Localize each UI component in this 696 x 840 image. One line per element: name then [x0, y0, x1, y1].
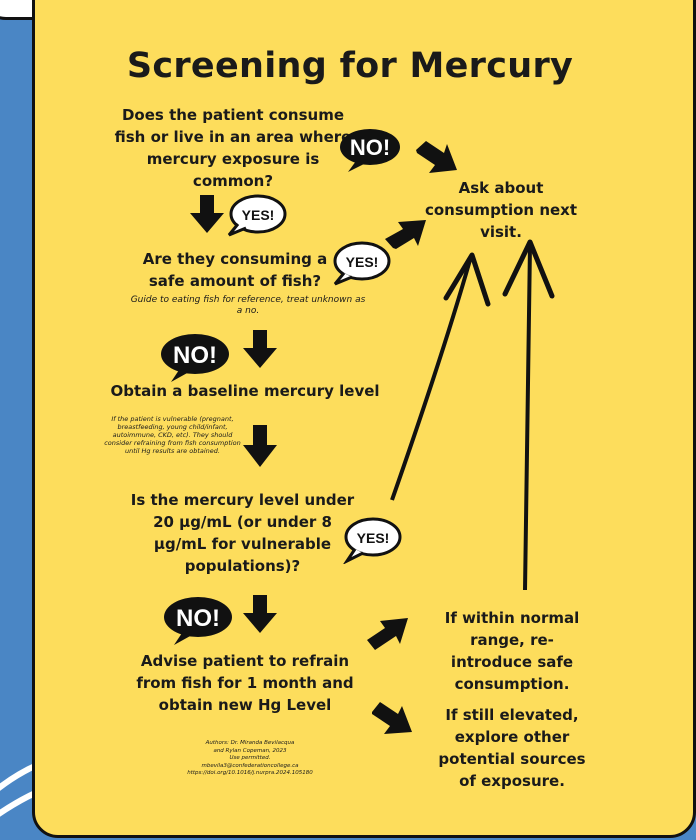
credit-line: mbevila3@confederationcollege.ca: [201, 762, 299, 769]
down-arrow: [243, 425, 277, 467]
no-bubble: NO!: [157, 332, 231, 388]
right-arrow: [416, 141, 457, 173]
yes-bubble: YES!: [342, 516, 405, 568]
speech-bubble-icon: YES!: [342, 517, 402, 565]
speech-bubble-icon: NO!: [164, 597, 232, 645]
credit-line: https://doi.org/10.1016/j.nurpra.2024.10…: [187, 770, 313, 776]
credit-line: Authors: Dr. Miranda Bevilacqua: [205, 740, 295, 746]
bubble-text: YES!: [242, 207, 275, 223]
right-arrow: [372, 702, 412, 734]
vulnerable-note: If the patient is vulnerable (pregnant, …: [104, 415, 241, 455]
right-arrow: [367, 618, 408, 650]
bubble-text: NO!: [350, 135, 390, 160]
up-arrow: [523, 244, 532, 591]
bubble-text: NO!: [176, 605, 220, 632]
question-mercury-level: Is the mercury level under 20 µg/mL (or …: [130, 491, 355, 575]
down-arrow: [243, 595, 277, 633]
question-consume-fish: Does the patient consume fish or live in…: [114, 106, 352, 190]
credit-line: Use permitted.: [229, 755, 271, 761]
page-title: Screening for Mercury: [126, 46, 574, 86]
elevated-result: If still elevated, explore other potenti…: [438, 706, 586, 790]
down-arrow: [243, 330, 277, 368]
credit-line: and Rylan Copeman, 2023: [213, 747, 287, 754]
question-safe-amount: Are they consuming a safe amount of fish…: [142, 250, 328, 290]
advise-refrain: Advise patient to refrain from fish for …: [136, 652, 354, 714]
ask-next-visit: Ask about consumption next visit.: [424, 179, 578, 241]
speech-bubble-icon: YES!: [333, 241, 391, 286]
yes-bubble: YES!: [332, 241, 394, 291]
normal-range-result: If within normal range, re-introduce saf…: [444, 609, 580, 693]
speech-bubble-icon: NO!: [340, 129, 400, 172]
up-arrow: [390, 259, 472, 501]
bubble-text: YES!: [357, 530, 390, 546]
no-bubble: NO!: [160, 595, 234, 651]
bubble-text: NO!: [173, 342, 217, 369]
right-arrow: [385, 220, 426, 249]
down-arrow: [190, 195, 224, 233]
yes-bubble: YES!: [226, 192, 288, 242]
speech-bubble-icon: YES!: [227, 194, 287, 237]
credits: Authors: Dr. Miranda Bevilacqua and Ryla…: [170, 740, 330, 778]
speech-bubble-icon: NO!: [161, 334, 229, 382]
obtain-baseline: Obtain a baseline mercury level: [110, 382, 380, 400]
no-bubble: NO!: [338, 127, 402, 177]
bubble-text: YES!: [346, 254, 379, 270]
guide-note: Guide to eating fish for reference, trea…: [130, 295, 366, 316]
